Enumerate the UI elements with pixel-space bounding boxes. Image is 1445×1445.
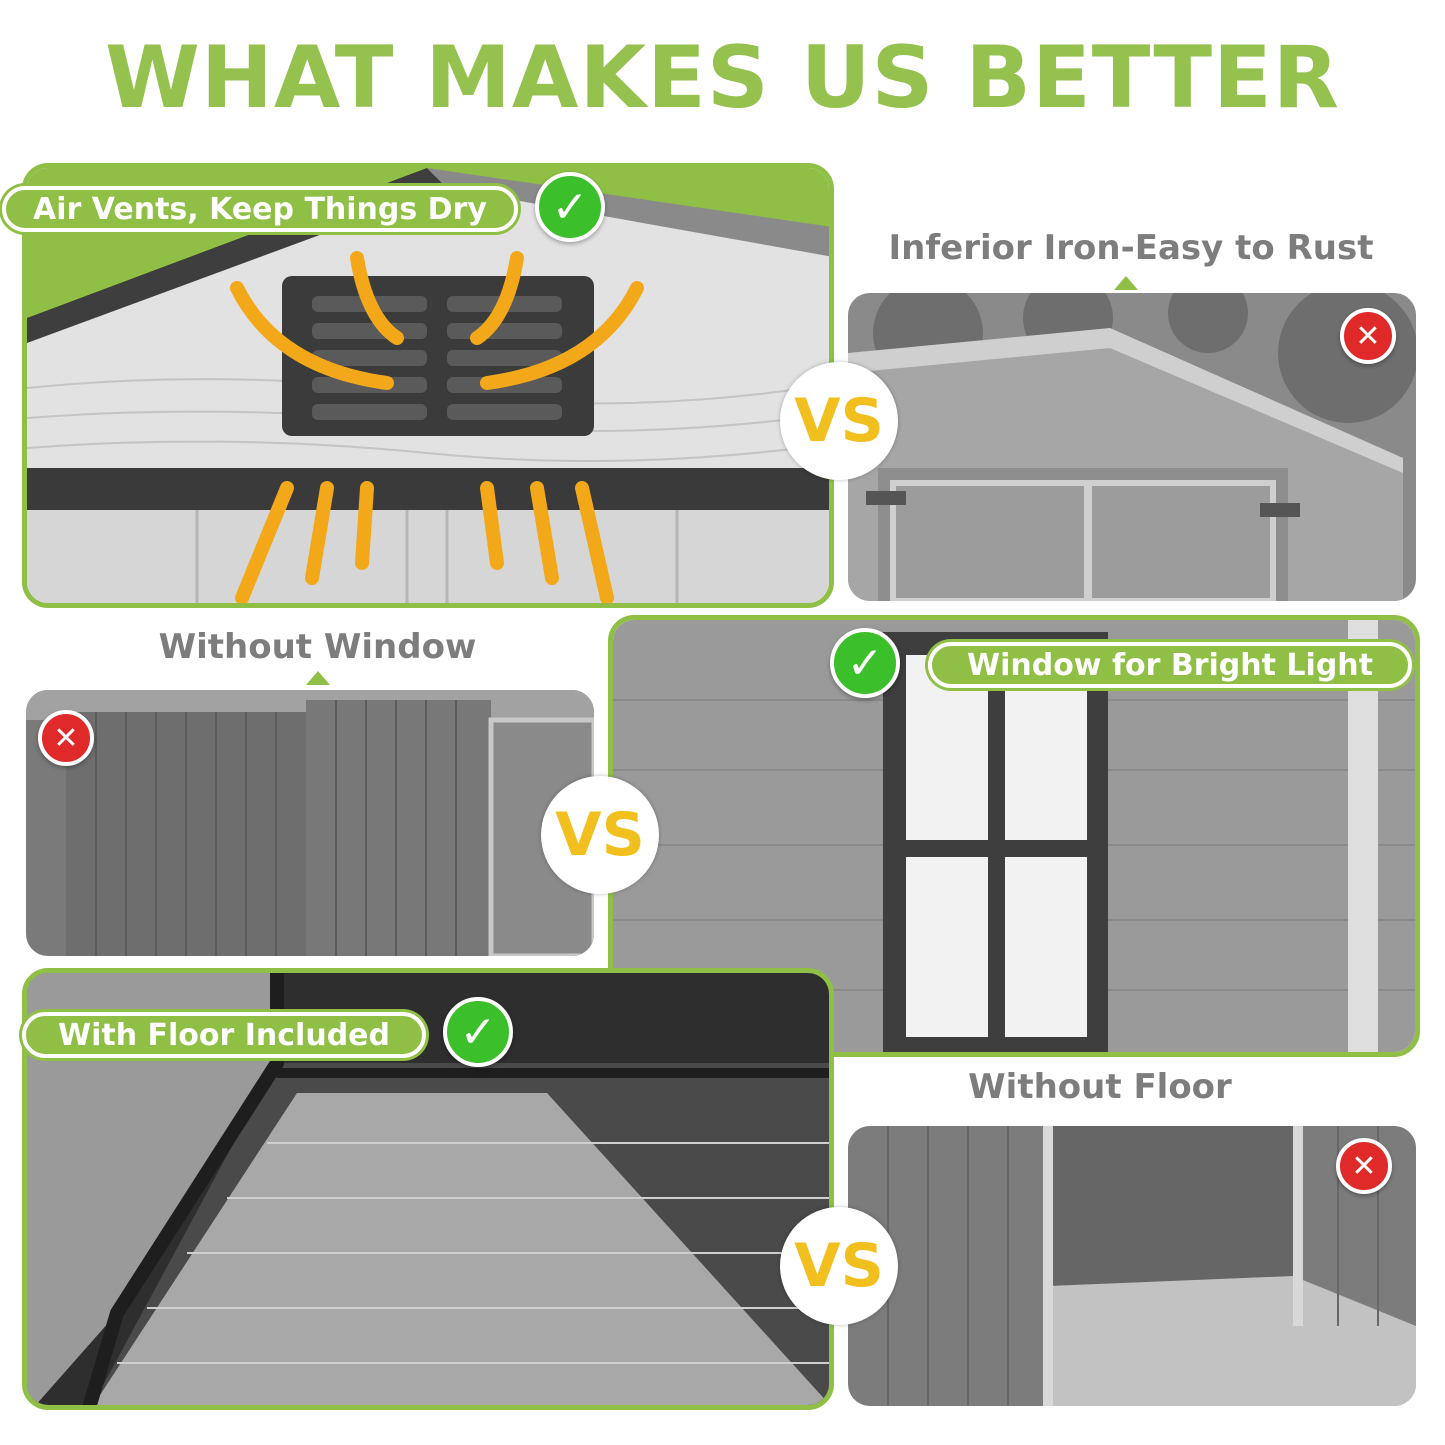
check-icon: ✓ — [830, 628, 900, 698]
vs-badge: VS — [780, 1207, 898, 1325]
inferior-iron-photo — [848, 293, 1416, 601]
check-icon: ✓ — [443, 997, 513, 1067]
caption-pointer — [1114, 276, 1138, 290]
competitor-label-rust: Inferior Iron-Easy to Rust — [888, 228, 1374, 268]
no-window-shed-illustration — [26, 690, 594, 956]
iron-shed-illustration — [848, 293, 1416, 601]
competitor-label-no-floor: Without Floor — [968, 1067, 1232, 1107]
cross-icon: ✕ — [1336, 1138, 1392, 1194]
floor-shed-illustration — [27, 973, 829, 1405]
feature-label-window: Window for Bright Light — [928, 642, 1412, 688]
floor-photo — [22, 968, 834, 1410]
competitor-label-no-window: Without Window — [158, 627, 477, 667]
without-window-photo — [26, 690, 594, 956]
window-shed-illustration — [613, 620, 1415, 1052]
check-icon: ✓ — [535, 172, 605, 242]
cross-icon: ✕ — [38, 710, 94, 766]
page-title: WHAT MAKES US BETTER — [104, 28, 1340, 128]
vs-badge: VS — [541, 776, 659, 894]
feature-label-air-vents: Air Vents, Keep Things Dry — [2, 186, 518, 232]
window-photo — [608, 615, 1420, 1057]
vent-shed-illustration — [27, 168, 829, 603]
vs-badge: VS — [780, 362, 898, 480]
cross-icon: ✕ — [1340, 308, 1396, 364]
without-floor-photo — [848, 1126, 1416, 1406]
feature-label-floor: With Floor Included — [22, 1012, 426, 1058]
caption-pointer — [306, 671, 330, 685]
no-floor-shed-illustration — [848, 1126, 1416, 1406]
